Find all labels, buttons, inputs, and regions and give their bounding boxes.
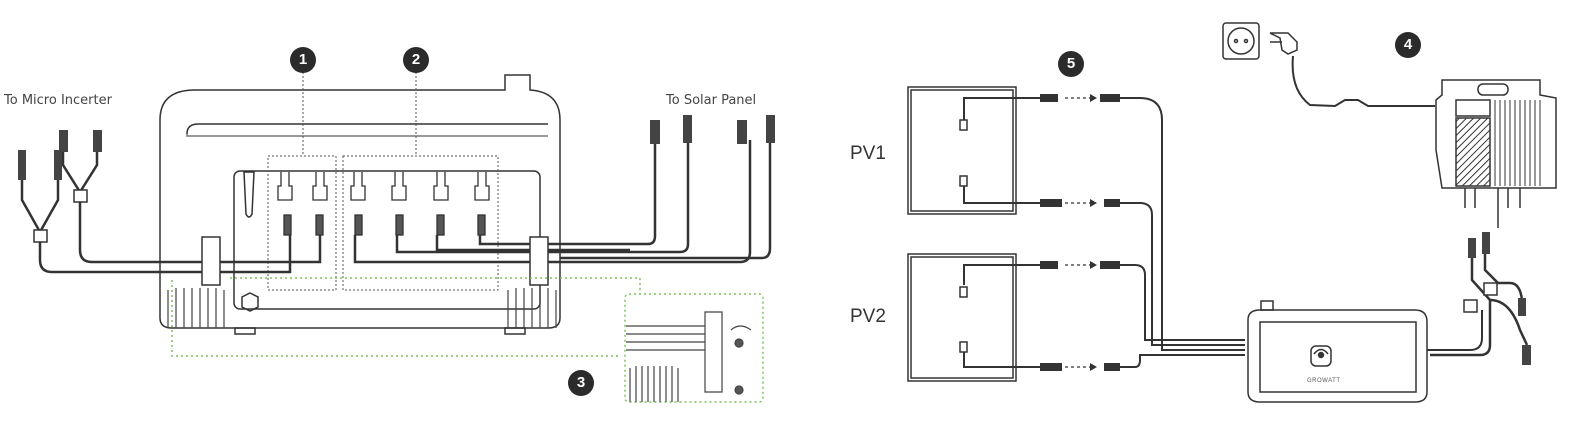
growatt-battery-box (1247, 300, 1483, 403)
cables-micro-inverter (20, 145, 322, 274)
cooling-fins-left (167, 288, 225, 328)
mc4-ports (277, 172, 490, 236)
step3-detail-bracket (626, 311, 752, 402)
connector-arrows (1065, 97, 1090, 368)
micro-inverter-device (1435, 79, 1557, 228)
plug-icon (1269, 32, 1435, 108)
brand-logo: GROWATT (1307, 378, 1341, 384)
wall-socket-icon (1222, 22, 1260, 60)
hex-screw-icon (241, 292, 259, 312)
label-solar-panel: To Solar Panel (666, 93, 757, 108)
step-badge-1: 1 (290, 47, 316, 73)
step-badge-2: 2 (403, 47, 429, 73)
step2-region (342, 155, 499, 291)
label-micro-inverter: To Micro Incerter (4, 93, 112, 108)
step-badge-3: 3 (568, 370, 594, 396)
green-guide-dashed (171, 277, 764, 403)
pv2-panel (907, 253, 1017, 382)
label-pv1: PV1 (850, 143, 886, 164)
cables-solar-panel (353, 140, 772, 264)
cooling-fins-right (507, 288, 557, 328)
label-pv2: PV2 (850, 306, 886, 327)
battery-device-main (159, 74, 561, 335)
pv1-panel (907, 86, 1017, 215)
step-badge-4: 4 (1395, 32, 1421, 58)
step-badge-5: 5 (1058, 51, 1084, 77)
step1-region (267, 155, 337, 291)
